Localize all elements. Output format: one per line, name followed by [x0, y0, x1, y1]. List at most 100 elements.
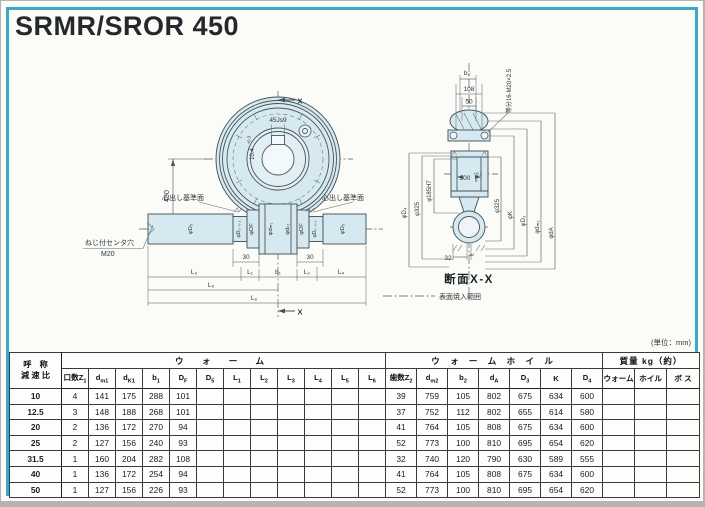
value-cell: 41	[385, 465, 418, 483]
column-header: ホイル	[634, 368, 668, 389]
value-cell: 240	[142, 434, 170, 452]
value-cell: 282	[142, 450, 170, 467]
keyway-depth-label: 10.4	[250, 148, 256, 160]
value-cell: 52	[385, 434, 418, 452]
value-cell: 810	[478, 434, 511, 452]
value-cell	[196, 481, 224, 499]
value-cell	[250, 481, 278, 499]
dim-b2: b₂	[464, 70, 471, 77]
value-cell	[602, 450, 636, 467]
dia-d5-left: φD₅	[188, 223, 194, 234]
value-cell	[331, 388, 359, 405]
dim-D3: φD₃	[521, 215, 527, 226]
value-cell: 810	[478, 481, 511, 499]
value-cell: 172	[115, 465, 143, 483]
dia-df-left: φDF	[249, 223, 255, 235]
value-cell: 101	[169, 403, 197, 421]
value-cell	[357, 403, 387, 421]
value-cell: 600	[571, 419, 604, 436]
value-cell: 136	[88, 419, 116, 436]
value-cell: 802	[478, 403, 511, 421]
dim-L2: L₂	[304, 269, 311, 276]
bore-tol-bottom: 0	[475, 178, 478, 183]
column-header: D3	[509, 368, 542, 389]
value-cell	[250, 450, 278, 467]
value-cell: 740	[416, 450, 449, 467]
dim-L6: L₆	[251, 295, 258, 302]
value-cell: 127	[88, 434, 116, 452]
value-cell	[666, 481, 701, 499]
value-cell	[666, 419, 701, 436]
value-cell: 808	[478, 465, 511, 483]
value-cell	[357, 465, 387, 483]
value-cell: 1	[61, 450, 89, 467]
value-cell: 675	[509, 388, 542, 405]
value-cell: 634	[540, 419, 573, 436]
value-cell	[666, 403, 701, 421]
column-header: ウォーム	[602, 368, 636, 389]
value-cell: 288	[142, 388, 170, 405]
bolt-pattern-note: 等分16-M20×2.5	[505, 68, 513, 113]
value-cell	[634, 434, 668, 452]
column-header: K	[540, 368, 573, 389]
column-header: L5	[331, 368, 359, 389]
dim-30-left: 30	[242, 254, 250, 261]
value-cell: 94	[169, 465, 197, 483]
dim-30-right: 30	[306, 254, 314, 261]
value-cell	[250, 419, 278, 436]
dia-df-right: φDF	[299, 223, 305, 235]
dia-d5tol-left: φD₅₋₀.₂	[236, 220, 242, 237]
technical-drawing: X X 45Js9 10.4 +0.3 450	[83, 63, 556, 317]
value-cell: 127	[88, 481, 116, 499]
dim-d4-left: φD₄	[402, 207, 408, 218]
value-cell	[602, 403, 636, 421]
value-cell: 52	[385, 481, 418, 499]
ratio-cell: 50	[9, 481, 62, 499]
value-cell: 654	[540, 434, 573, 452]
worm-section	[449, 109, 489, 133]
column-header: ボ ス	[666, 368, 701, 389]
value-cell: 808	[478, 419, 511, 436]
value-cell	[331, 450, 359, 467]
value-cell: 790	[478, 450, 511, 467]
dim-L4: L₄	[338, 269, 345, 276]
value-cell	[196, 388, 224, 405]
column-header: L6	[357, 368, 387, 389]
value-cell	[304, 403, 332, 421]
bore-circle	[261, 142, 295, 176]
keyway	[271, 135, 285, 145]
value-cell	[250, 465, 278, 483]
section-caption: 断面X-X	[444, 272, 494, 286]
value-cell	[357, 434, 387, 452]
value-cell: 105	[447, 419, 480, 436]
column-header: DF	[169, 368, 197, 389]
value-cell	[357, 419, 387, 436]
value-cell: 4	[61, 388, 89, 405]
value-cell: 41	[385, 419, 418, 436]
value-cell	[250, 403, 278, 421]
hardening-range-note: 表面焼入範囲	[439, 292, 481, 301]
value-cell	[304, 465, 332, 483]
front-view-drawing: X X 45Js9 10.4 +0.3 450	[83, 91, 383, 317]
value-cell	[223, 403, 251, 421]
bore-tol-top: +0.3	[474, 172, 483, 177]
value-cell: 172	[115, 419, 143, 436]
group-header-wheel: ウ ォ ー ム ホ イ ル	[385, 352, 604, 369]
value-cell: 695	[509, 434, 542, 452]
shaft-right	[322, 213, 367, 245]
dim-185H7: φ185H7	[427, 180, 433, 202]
value-cell	[223, 388, 251, 405]
dia-d5tol-right: φD₅₋₀.₂	[312, 220, 318, 237]
dia-dk1: φdₖ₁	[285, 223, 291, 234]
column-header: dK1	[115, 368, 143, 389]
value-cell: 752	[416, 403, 449, 421]
value-cell	[331, 465, 359, 483]
section-view-drawing: 300 +0.3 0 b₂ 108 50 等分16-M20×2.5	[383, 63, 556, 301]
value-cell: 100	[447, 434, 480, 452]
value-cell	[223, 450, 251, 467]
